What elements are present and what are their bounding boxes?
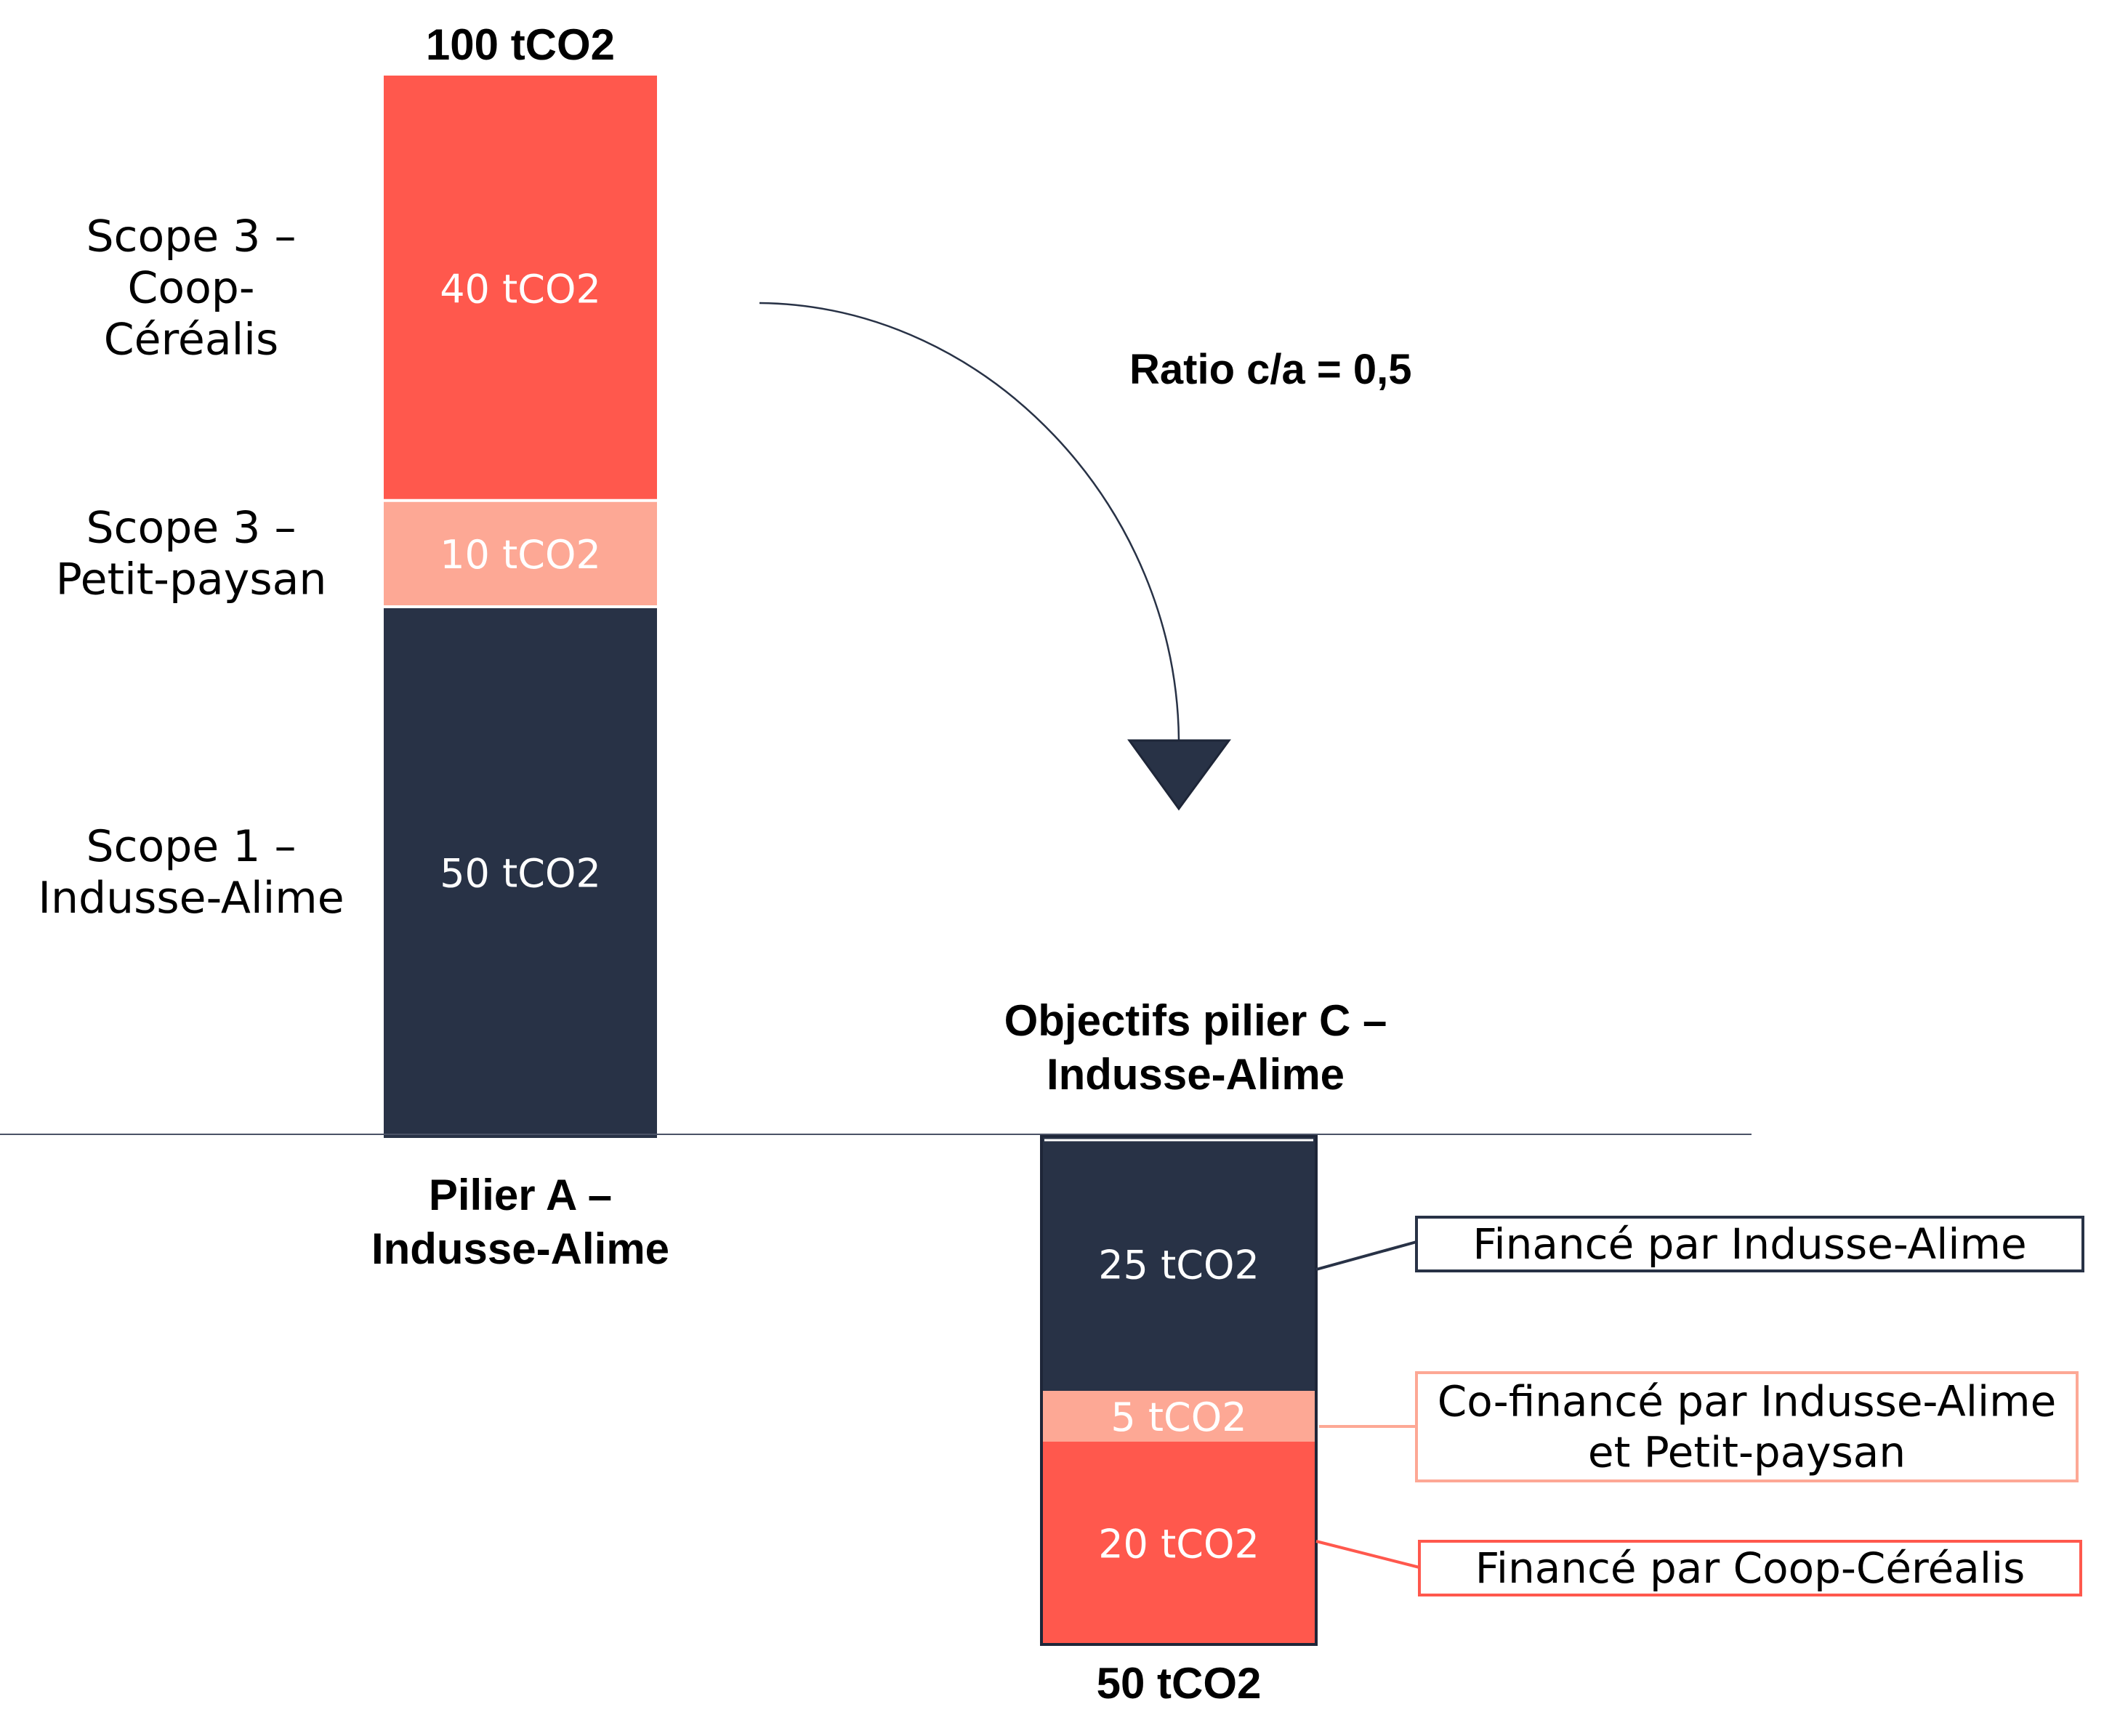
- arrow-head-icon: [1127, 739, 1231, 811]
- bar-segment-pilier-a-0: [384, 607, 657, 1138]
- annotation-label: Co-financé par Indusse-Alime: [1438, 1377, 2057, 1426]
- annotation-box: [1418, 1540, 2082, 1596]
- annotation-label: Financé par Coop-Céréalis: [1475, 1543, 2026, 1593]
- bar-segment-pilier-a-1: [384, 500, 657, 607]
- segment-value-label: 50 tCO2: [440, 851, 601, 897]
- ratio-arrow-curve: [759, 302, 1180, 742]
- connectors-layer: [1315, 1216, 2084, 1596]
- segment-value-label: 40 tCO2: [440, 266, 601, 312]
- bar-category-label: Indusse-Alime: [371, 1224, 669, 1273]
- bar-segment-pilier-c-0: [1041, 1137, 1316, 1391]
- segment-value-label: 5 tCO2: [1111, 1394, 1246, 1440]
- annotation-connector: [1315, 1240, 1417, 1271]
- bar-total-label: 50 tCO2: [1097, 1659, 1262, 1708]
- bars-layer: [384, 76, 1318, 1646]
- bar-segment-pilier-c-1: [1041, 1391, 1316, 1442]
- ratio-label: Ratio c/a = 0,5: [1129, 346, 1411, 393]
- bar-segment-pilier-a-2: [384, 76, 657, 501]
- segment-value-label: 25 tCO2: [1098, 1243, 1259, 1288]
- segment-name-label: Indusse-Alime: [38, 873, 344, 924]
- segment-name-label: Scope 1 –: [86, 821, 296, 872]
- annotation-box: [1415, 1216, 2084, 1272]
- bar-category-label: Objectifs pilier C –: [1004, 996, 1387, 1045]
- annotation-label: et Petit-paysan: [1588, 1428, 1906, 1477]
- segment-name-label: Céréalis: [104, 314, 278, 365]
- annotation-box: [1415, 1371, 2079, 1482]
- segment-name-label: Scope 3 –: [86, 502, 296, 553]
- bar-category-label: Indusse-Alime: [1047, 1050, 1345, 1099]
- bar-segment-pilier-c-2: [1041, 1441, 1316, 1644]
- segment-name-label: Coop-: [127, 262, 254, 313]
- ratio-arrow: Ratio c/a = 0,5: [759, 302, 1411, 811]
- segment-value-label: 10 tCO2: [440, 532, 601, 578]
- segment-value-label: 20 tCO2: [1098, 1521, 1259, 1567]
- bar-total-label: 100 tCO2: [426, 20, 615, 69]
- bar-category-label: Pilier A –: [429, 1171, 612, 1219]
- annotation-connector: [1315, 1540, 1420, 1569]
- bar-outline-pilier-c: [1040, 1134, 1318, 1646]
- annotation-label: Financé par Indusse-Alime: [1472, 1219, 2026, 1269]
- segment-name-label: Petit-paysan: [56, 554, 327, 605]
- segment-name-label: Scope 3 –: [86, 211, 296, 262]
